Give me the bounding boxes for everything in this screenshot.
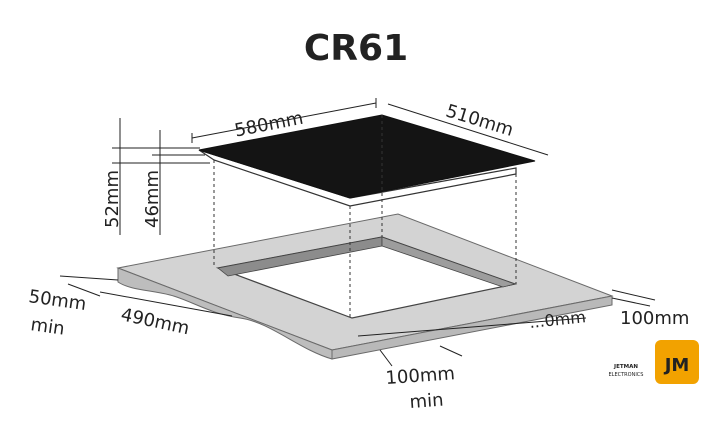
logo-line2: ELECTRONICS <box>609 372 644 378</box>
label-52mm: 52mm <box>102 170 123 228</box>
hob-glass-top <box>198 114 536 199</box>
logo-badge <box>655 340 699 384</box>
label-510mm: 510mm <box>443 101 516 141</box>
countertop-edge-cut <box>117 267 333 360</box>
jetman-logo: JM JETMAN ELECTRONICS <box>609 340 699 384</box>
logo-line1: JETMAN <box>613 364 638 370</box>
projection-lines <box>213 115 517 318</box>
label-46mm: 46mm <box>142 170 163 228</box>
label-100mm-right: 100mm <box>620 308 689 329</box>
dim-right-clearance: 100mm <box>611 289 689 329</box>
label-490mm: 490mm <box>119 304 191 339</box>
label-50mm-min: min <box>29 314 66 340</box>
dim-front-clearance: 100mm min <box>379 345 463 413</box>
cutout-wall-right <box>381 236 517 288</box>
dim-heights: 52mm 46mm <box>102 118 210 235</box>
label-50mm: 50mm <box>27 286 87 315</box>
model-title: CR61 <box>304 28 408 69</box>
logo-letters: JM <box>663 355 690 376</box>
label-100mm-front-min: min <box>409 390 444 413</box>
dim-left-clearance: 50mm min <box>27 275 119 340</box>
countertop <box>116 213 614 360</box>
label-100mm-front: 100mm <box>385 363 456 389</box>
